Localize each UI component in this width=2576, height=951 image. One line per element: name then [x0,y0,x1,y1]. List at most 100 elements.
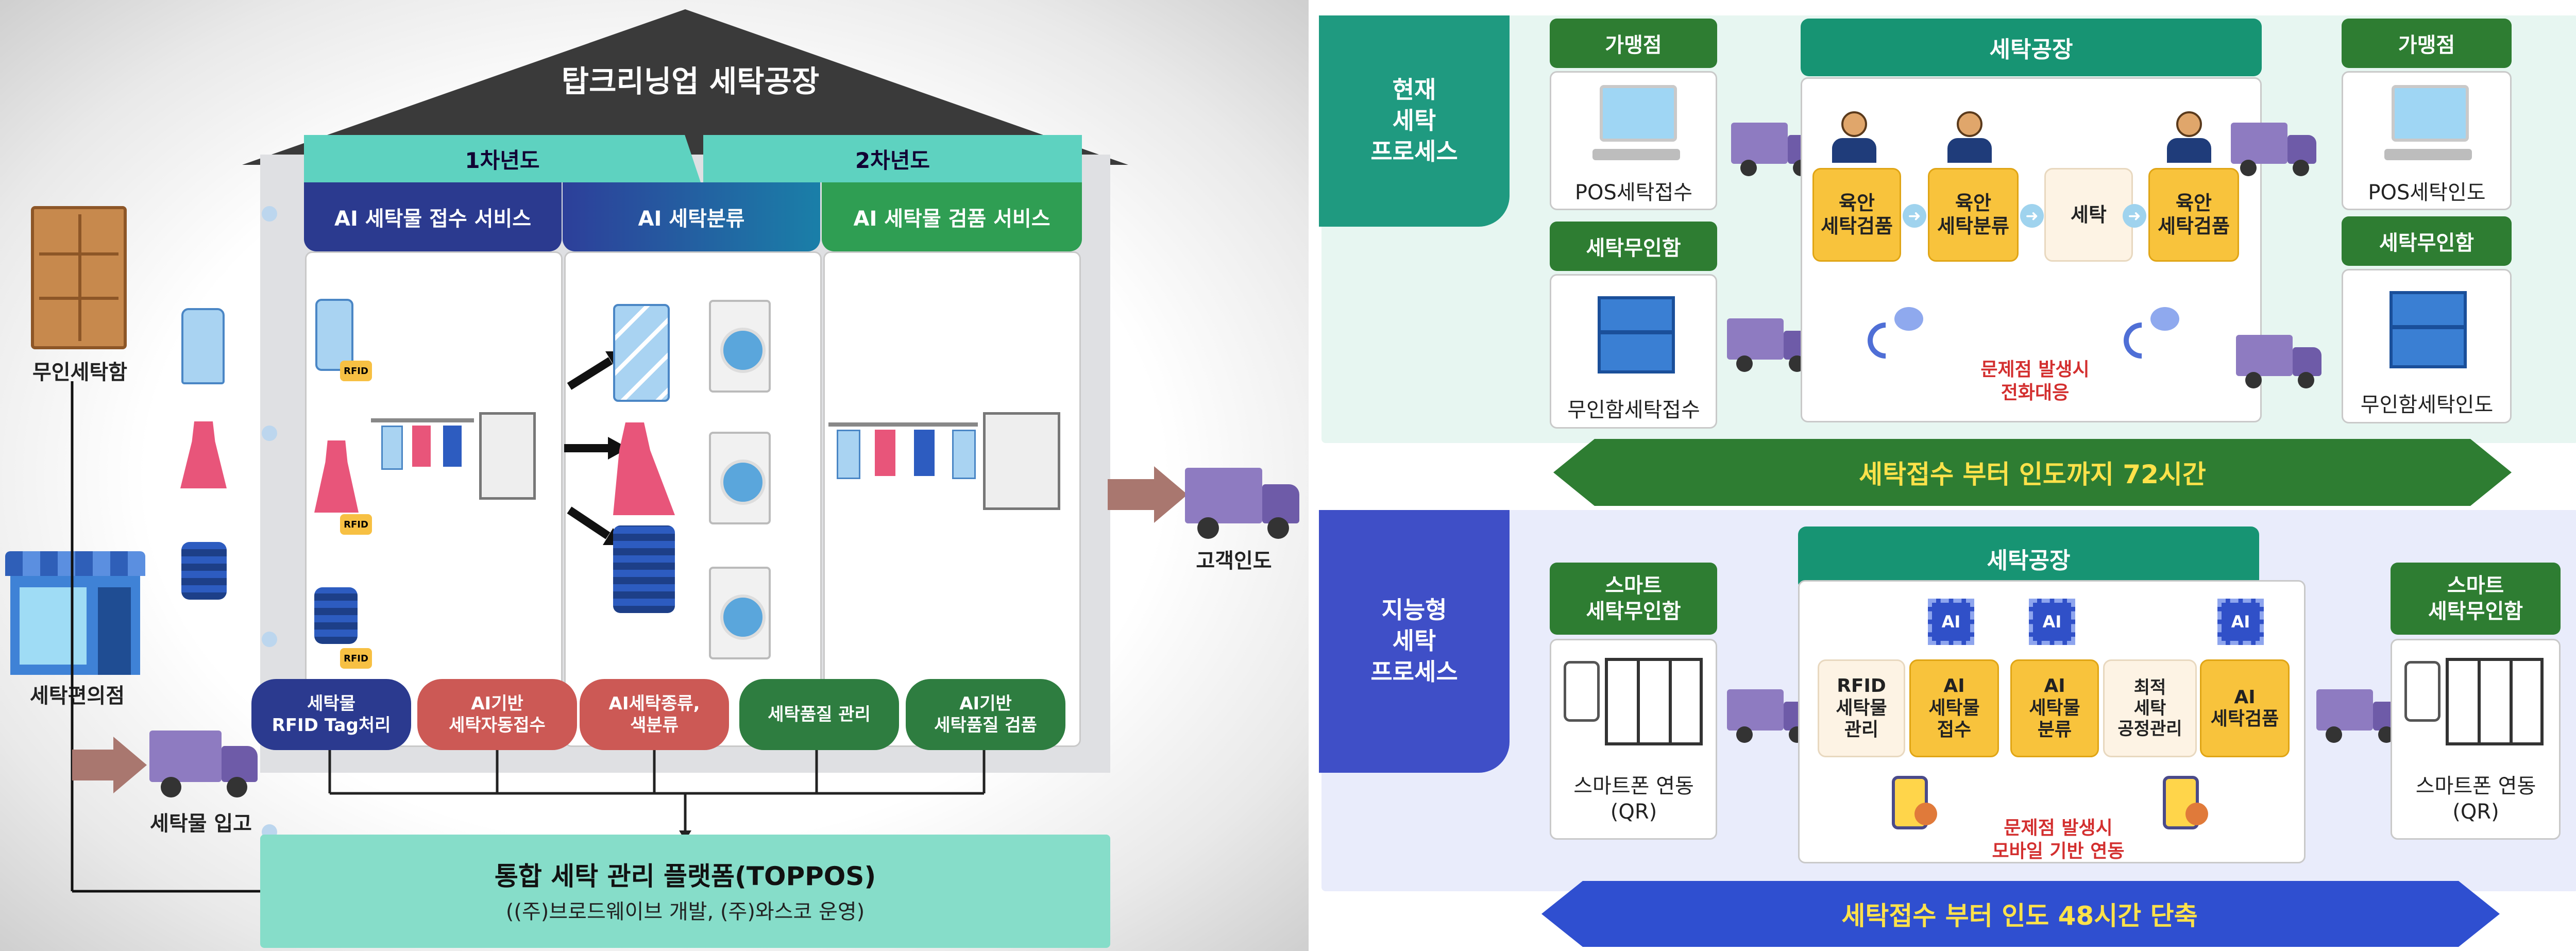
smart-left-header: 스마트 세탁무인함 [1550,563,1717,635]
smart-right-header: 스마트 세탁무인함 [2391,563,2561,635]
smart-step-process-mgmt: 최적 세탁 공정관리 [2103,659,2197,757]
smart-step-ai-sort: AI 세탁물 분류 [2010,659,2099,757]
factory-title: 탑크리닝업 세탁공장 [561,64,820,99]
franchise-right-header: 가맹점 [2342,19,2512,68]
toppos-platform: 통합 세탁 관리 플랫폼(TOPPOS) ((주)브로드웨이브 개발, (주)와… [260,835,1110,948]
locker-right-header: 세탁무인함 [2342,216,2512,266]
inspector-icon [2167,111,2213,163]
column-sort [564,251,822,747]
locker-intake-box: 무인함세탁접수 [1550,274,1717,429]
feature-rfid-tag: 세탁물 RFID Tag처리 [251,679,411,750]
house-roof [242,9,1128,165]
locker-delivery-box: 무인함세탁인도 [2342,269,2512,423]
service-inspect: AI 세탁물 검품 서비스 [822,182,1082,251]
smart-left-label: 스마트폰 연동 (QR) [1573,774,1694,824]
keyboard-icon [1592,149,1680,160]
smart-step-rfid: RFID 세탁물 관리 [1818,659,1905,757]
delivery-arrow [1108,466,1188,523]
smart-left-box: 스마트폰 연동 (QR) [1550,639,1717,840]
smart-right-label: 스마트폰 연동 (QR) [2415,774,2536,824]
sorted-jackets-icon [613,525,675,613]
intake-label: 세탁물 입고 [150,812,252,836]
washer-icon [709,567,771,659]
computer-icon [2392,85,2469,142]
locker-intake-label: 무인함세탁접수 [1567,398,1700,422]
delivery-truck-icon [1185,468,1301,540]
rfid-tag: RFID [340,648,372,669]
truck-icon [2231,123,2318,179]
franchise-left-header: 가맹점 [1550,19,1717,68]
service-sort: AI 세탁분류 [563,182,820,251]
shirt-icon [315,299,353,371]
banner-48h-text: 세탁접수 부터 인도 48시간 단축 [1841,901,2198,931]
laundry-store-icon [5,551,145,675]
platform-title: 통합 세탁 관리 플랫폼(TOPPOS) [494,861,876,891]
ai-chip-icon: AI [2029,599,2075,645]
smart-locker-icon [1605,658,1703,745]
delivery-label: 고객인도 [1196,549,1272,573]
current-step-visual-inspect: 육안 세탁검품 [1812,168,1901,262]
smart-locker-icon [2446,658,2544,745]
clothes-rack-icon [371,412,546,505]
locker-icon [1598,296,1675,373]
pos-intake-box: POS세탁접수 [1550,71,1717,210]
locker-label: 무인세탁함 [32,361,127,384]
year2-tab: 2차년도 [703,135,1082,182]
current-factory-header: 세탁공장 [1801,19,2262,76]
smart-right-box: 스마트폰 연동 (QR) [2391,639,2561,840]
current-step-wash: 세탁 [2044,168,2133,262]
sorted-shirts-icon [613,304,670,402]
rfid-tag: RFID [340,514,372,535]
intake-arrow [72,737,147,793]
rfid-tag: RFID [340,361,372,381]
smart-issue-text: 문제점 발생시 모바일 기반 연동 [1992,818,2125,862]
computer-icon [1600,85,1677,142]
feature-quality-inspect: AI기반 세탁품질 검품 [906,679,1065,750]
inspector-icon [1947,111,1994,163]
feature-type-color: AI세탁종류, 색분류 [580,679,729,750]
keyboard-icon [2384,149,2472,160]
mobile-app-icon [2163,776,2212,833]
year1-tab: 1차년도 [304,135,701,182]
smart-section-label: 지능형 세탁 프로세스 [1319,510,1510,773]
current-step-final-inspect: 육안 세탁검품 [2148,168,2239,262]
feature-auto-intake: AI기반 세탁자동접수 [417,679,577,750]
mobile-app-icon [1892,776,1941,833]
arrow-right-icon: ➜ [2020,204,2044,228]
locker-delivery-label: 무인함세탁인도 [2360,393,2494,417]
truck-icon [1727,318,1815,375]
truck-icon [2236,335,2324,392]
washer-icon [709,300,771,393]
connector-dot [262,206,277,222]
ai-chip-icon: AI [2217,599,2264,645]
jacket-icon [314,587,358,644]
phone-call-icon [1860,307,1924,366]
platform-subtitle: ((주)브로드웨이브 개발, (주)와스코 운영) [505,900,865,924]
pos-intake-label: POS세탁접수 [1574,181,1693,205]
panel-divider [1309,0,1314,951]
shirt-icon [181,308,225,384]
ai-chip-icon: AI [1928,599,1974,645]
locker-icon [2389,291,2467,368]
unmanned-locker-icon [31,206,127,349]
arrow-right-icon: ➜ [1903,204,1926,228]
smart-factory-header: 세탁공장 [1798,527,2259,590]
phone-call-icon [2116,307,2180,366]
intake-truck-icon [149,731,260,797]
current-issue-text: 문제점 발생시 전화대응 [1980,359,2090,403]
jacket-icon [181,542,227,600]
connector-dot [262,632,277,647]
banner-72h-text: 세탁접수 부터 인도까지 72시간 [1859,460,2206,489]
washer-icon [709,432,771,524]
current-step-visual-sort: 육안 세탁분류 [1928,168,2019,262]
banner-48h-shape [1541,881,2500,947]
current-section-label: 현재 세탁 프로세스 [1319,15,1510,227]
feature-quality-mgmt: 세탁품질 관리 [739,679,899,750]
connector-dot [262,426,277,441]
pos-delivery-label: POS세탁인도 [2368,181,2486,205]
store-label: 세탁편의점 [30,684,125,708]
arrow-right-icon: ➜ [2123,204,2146,228]
smart-step-ai-inspect: AI 세탁검품 [2200,659,2290,757]
pos-delivery-box: POS세탁인도 [2342,71,2512,210]
locker-left-header: 세탁무인함 [1550,222,1717,271]
